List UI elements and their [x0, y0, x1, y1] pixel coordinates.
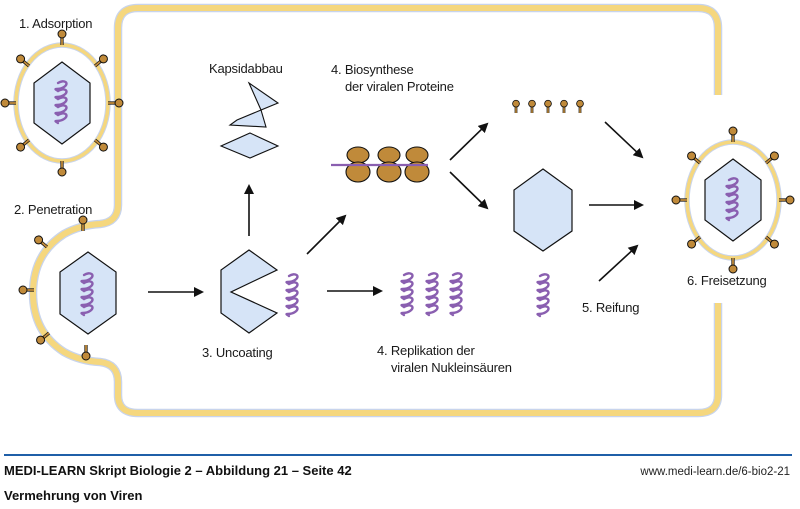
- cell-membrane: [28, 3, 723, 418]
- virus-adsorption: [0, 28, 125, 178]
- label-reifung: 5. Reifung: [582, 300, 640, 315]
- new-capsid: [513, 168, 573, 252]
- arrow-to-capsid: [449, 171, 489, 210]
- new-nucleic-acid: [536, 273, 550, 318]
- label-freisetzung: 6. Freisetzung: [687, 273, 767, 288]
- footer-url[interactable]: www.medi-learn.de/6-bio2-21: [640, 466, 790, 478]
- footer-rule: [4, 454, 792, 456]
- label-replikation-1: 4. Replikation der: [377, 343, 475, 358]
- replicated-nucleic-acids: [400, 272, 463, 317]
- spike-proteins: [511, 98, 585, 115]
- arrow-to-proteins: [449, 122, 489, 161]
- ribosomes: [331, 146, 430, 183]
- label-uncoating: 3. Uncoating: [202, 345, 273, 360]
- arrow-proteins-to-virion: [604, 121, 644, 159]
- capsid-fragments: [219, 81, 280, 159]
- arrow-nucleic-to-virion: [598, 244, 639, 282]
- virus-replication-diagram: [0, 3, 796, 418]
- label-adsorption: 1. Adsorption: [19, 16, 93, 31]
- virus-penetration: [17, 214, 117, 362]
- footer-subtitle: Vermehrung von Viren: [4, 488, 143, 503]
- label-biosynthese-1: 4. Biosynthese: [331, 62, 414, 77]
- virus-freisetzung: [670, 125, 796, 275]
- capsid-uncoating: [220, 249, 299, 334]
- arrow-to-biosynthese: [306, 214, 347, 255]
- label-replikation-2: viralen Nukleinsäuren: [391, 360, 512, 375]
- footer-title: MEDI-LEARN Skript Biologie 2 – Abbildung…: [4, 463, 352, 478]
- label-penetration: 2. Penetration: [14, 202, 93, 217]
- label-kapsidabbau: Kapsidabbau: [209, 61, 283, 76]
- label-biosynthese-2: der viralen Proteine: [345, 79, 454, 94]
